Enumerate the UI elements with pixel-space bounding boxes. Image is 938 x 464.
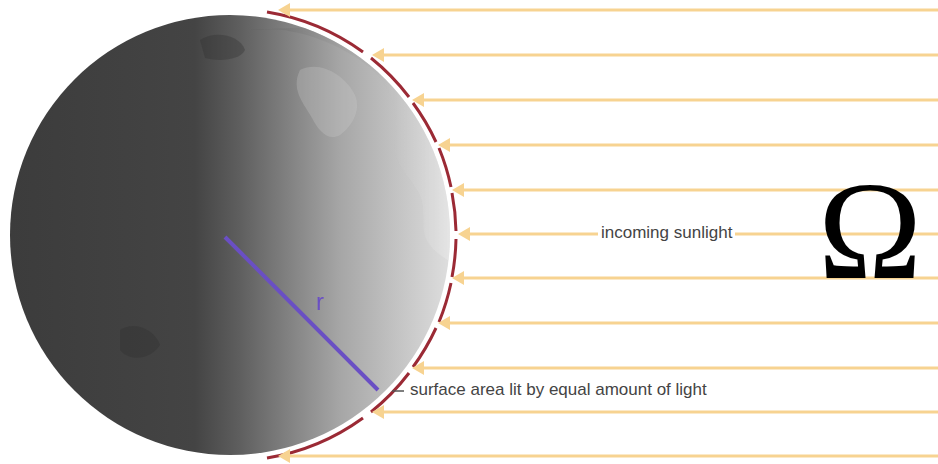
- surface-area-label: surface area lit by equal amount of ligh…: [407, 380, 710, 400]
- continents: [120, 20, 460, 358]
- leader-line: [392, 390, 404, 392]
- sunlight-label: incoming sunlight: [598, 223, 735, 243]
- radius-label: r: [316, 288, 324, 316]
- sunlight-rays: [282, 10, 938, 456]
- radius-line: [225, 237, 378, 390]
- solid-angle-symbol: Ω: [818, 150, 922, 311]
